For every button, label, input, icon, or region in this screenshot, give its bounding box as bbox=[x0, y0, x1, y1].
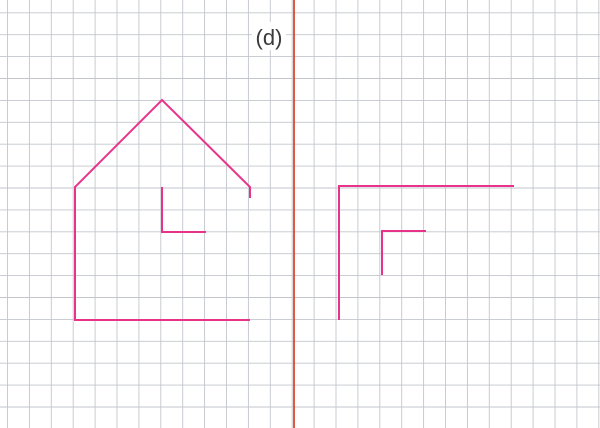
partial-inner-corner-mark bbox=[381, 230, 426, 275]
house-outline bbox=[74, 98, 251, 321]
inner-corner-mark bbox=[161, 187, 206, 233]
left-shape bbox=[74, 98, 251, 321]
label-background bbox=[252, 22, 286, 50]
right-shape bbox=[338, 185, 514, 320]
partial-outline bbox=[338, 185, 514, 320]
part-label: (d) bbox=[256, 25, 283, 50]
